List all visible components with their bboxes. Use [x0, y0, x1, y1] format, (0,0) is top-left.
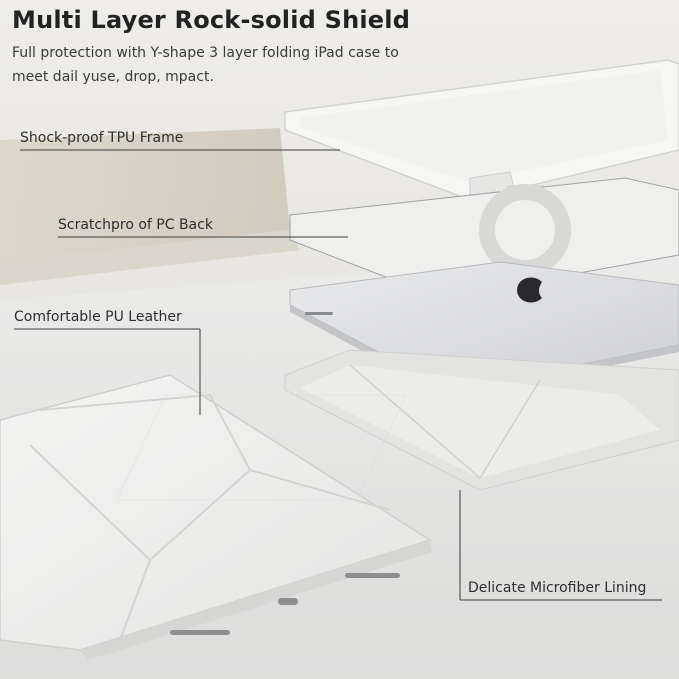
- page-title: Multi Layer Rock-solid Shield: [12, 6, 411, 34]
- subtitle-line-1: Full protection with Y-shape 3 layer fol…: [12, 45, 399, 61]
- pu-leather-cover: [0, 374, 432, 660]
- callout-pu-leather: Comfortable PU Leather: [14, 309, 182, 325]
- callout-microfiber-lining: Delicate Microfiber Lining: [468, 580, 647, 596]
- case-tray: [284, 349, 679, 491]
- tpu-frame: [284, 59, 679, 201]
- callout-lines: [14, 149, 662, 601]
- callout-pc-back: Scratchpro of PC Back: [58, 217, 213, 233]
- subtitle-line-2: meet dail yuse, drop, mpact.: [12, 69, 214, 85]
- callout-tpu-frame: Shock-proof TPU Frame: [20, 130, 184, 146]
